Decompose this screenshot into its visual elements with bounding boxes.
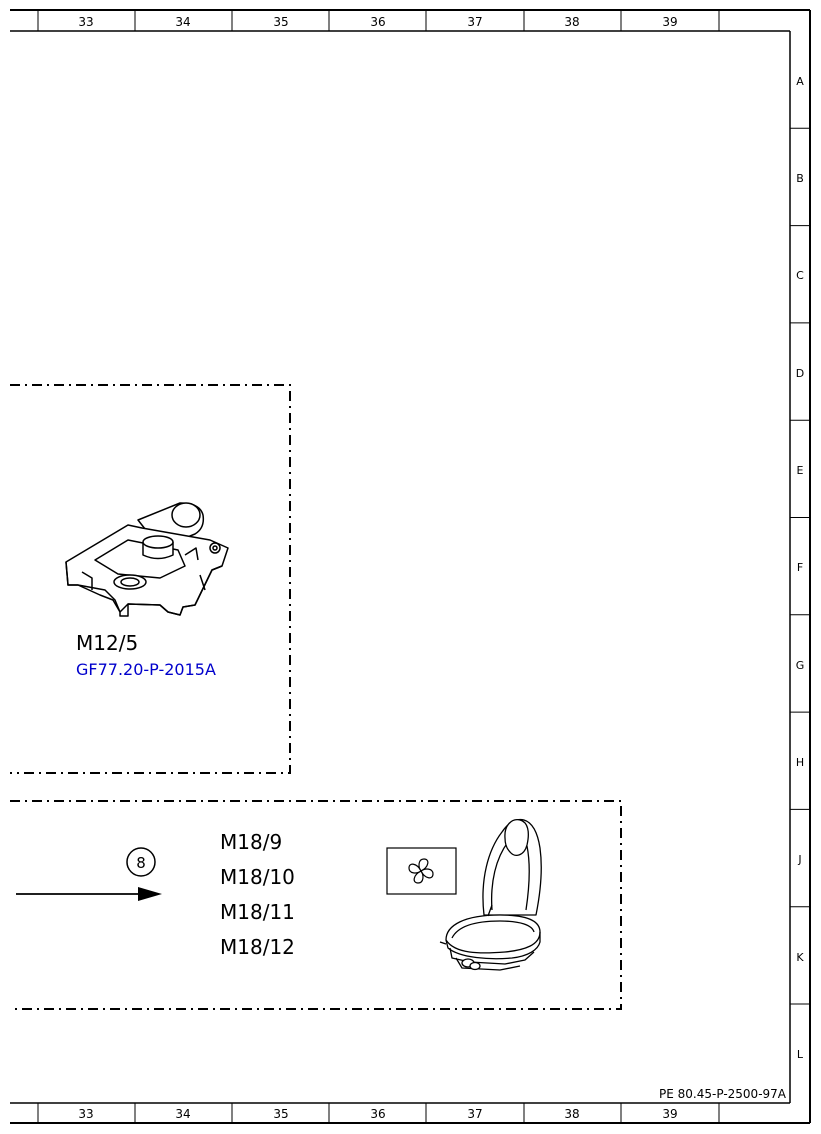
m18-dashdot-box [10, 800, 622, 1010]
document-link-m12[interactable]: GF77.20-P-2015A [76, 660, 216, 679]
top-col-label: 33 [78, 15, 93, 29]
row-label: G [796, 659, 805, 672]
component-label-m18-10: M18/10 [220, 865, 295, 889]
row-label: L [797, 1048, 804, 1061]
row-labels: A B C D E F G H J K L [796, 75, 805, 1061]
top-col-label: 37 [467, 15, 482, 29]
row-label: A [796, 75, 804, 88]
row-label: E [797, 464, 804, 477]
row-label: J [797, 853, 801, 866]
row-dividers [790, 127, 810, 1005]
document-number: PE 80.45-P-2500-97A [659, 1087, 787, 1101]
row-label: K [796, 951, 804, 964]
top-col-label: 35 [273, 15, 288, 29]
component-label-m18-12: M18/12 [220, 935, 295, 959]
arrow-right-icon [16, 887, 162, 901]
top-col-label: 36 [370, 15, 385, 29]
component-label-m18-11: M18/11 [220, 900, 295, 924]
ventilated-seat-icon [439, 818, 542, 971]
top-column-labels: 33 34 35 36 37 38 39 [78, 15, 677, 29]
top-col-label: 39 [662, 15, 677, 29]
connector-number: 8 [136, 854, 146, 872]
fan-icon [386, 847, 457, 895]
connector-marker: 8 [126, 847, 156, 877]
row-label: F [797, 561, 803, 574]
bottom-col-label: 35 [273, 1107, 288, 1121]
bottom-col-label: 38 [564, 1107, 579, 1121]
bottom-col-label: 34 [175, 1107, 190, 1121]
row-label: D [796, 367, 804, 380]
bottom-col-label: 33 [78, 1107, 93, 1121]
actuator-motor-icon [65, 502, 229, 617]
row-label: H [796, 756, 804, 769]
m12-dashdot-box [10, 384, 291, 774]
column-dividers [37, 10, 720, 1123]
top-col-label: 38 [564, 15, 579, 29]
bottom-col-label: 39 [662, 1107, 677, 1121]
bottom-col-label: 36 [370, 1107, 385, 1121]
component-label-m12: M12/5 [76, 631, 138, 655]
sheet-frame [10, 9, 811, 1124]
row-label: B [796, 172, 804, 185]
row-label: C [796, 269, 804, 282]
component-label-m18-9: M18/9 [220, 830, 282, 854]
bottom-column-labels: 33 34 35 36 37 38 39 [78, 1107, 677, 1121]
top-col-label: 34 [175, 15, 190, 29]
bottom-col-label: 37 [467, 1107, 482, 1121]
